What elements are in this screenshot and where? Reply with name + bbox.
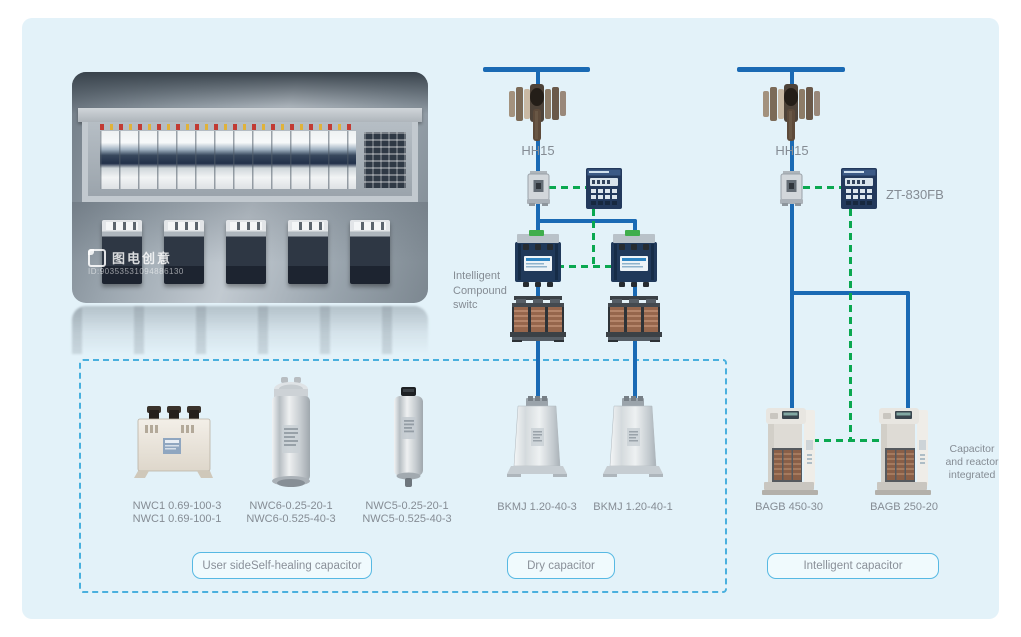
- nwc6-label-line2: NWC6-0.525-40-3: [246, 513, 336, 525]
- nwc6-label: NWC6-0.25-20-1 NWC6-0.525-40-3: [232, 500, 350, 526]
- signal-switch-link-mid: [557, 265, 613, 268]
- series-reactor-right: [606, 296, 662, 342]
- nwc5-label-line1: NWC5-0.25-20-1: [365, 500, 449, 512]
- compound-switch-right: [611, 230, 657, 288]
- bkmj-right-label: BKMJ 1.20-40-1: [593, 501, 673, 513]
- hh15-label-right: HH15: [775, 143, 809, 158]
- compound-switch-caption-line1: Intelligent: [453, 270, 501, 282]
- feeder-right-right: [906, 291, 910, 412]
- nwc6-cylinder-capacitor: [269, 377, 313, 490]
- hh15-fuse-switch-mid: [505, 79, 569, 143]
- nwc1-label-line2: NWC1 0.69-100-1: [132, 513, 222, 525]
- signal-capacitor-link-right: [812, 439, 882, 442]
- watermark-logo-icon: [88, 248, 106, 267]
- integrated-note-line2: and reactor: [945, 456, 999, 468]
- compound-switch-caption-line3: switc: [453, 299, 478, 311]
- hh15-label-mid: HH15: [521, 143, 555, 158]
- current-transformer-mid: [527, 171, 550, 206]
- nwc5-label: NWC5-0.25-20-1 NWC5-0.525-40-3: [348, 500, 466, 526]
- group-pill-intelligent-capacitor[interactable]: Intelligent capacitor: [767, 553, 939, 579]
- feeder-right-left: [790, 67, 794, 412]
- bagb-right-label: BAGB 250-20: [870, 501, 938, 513]
- reactive-power-controller-right: [841, 168, 877, 209]
- nwc6-label-line1: NWC6-0.25-20-1: [249, 500, 333, 512]
- watermark-id: ID:90353531094886130: [88, 267, 184, 276]
- current-transformer-right: [780, 171, 803, 206]
- integrated-note-line1: Capacitor: [949, 443, 995, 455]
- photo-reflection: [72, 306, 428, 354]
- split-mid: [536, 219, 637, 223]
- bagb-capacitor-left: [762, 406, 818, 498]
- signal-ct-controller-right: [803, 186, 841, 189]
- signal-ct-controller-mid: [549, 186, 587, 189]
- compound-switch-caption-line2: Compound: [453, 284, 507, 297]
- photo-breaker-row: [100, 131, 356, 189]
- bkmj-capacitor-left: [507, 396, 567, 482]
- nwc1-label: NWC1 0.69-100-3 NWC1 0.69-100-1: [118, 500, 236, 526]
- integrated-note: Capacitor and reactor integrated: [936, 443, 1008, 482]
- cabinet-photo: 图电创意 ID:90353531094886130: [72, 72, 428, 303]
- photo-contactor: [350, 220, 390, 284]
- bkmj-left-label: BKMJ 1.20-40-3: [497, 501, 577, 513]
- compound-switch-left: [515, 230, 561, 288]
- photo-contactor: [288, 220, 328, 284]
- photo-wire-strip: [100, 124, 356, 130]
- group-pill-user-side[interactable]: User sideSelf-healing capacitor: [192, 552, 372, 579]
- nwc5-label-line2: NWC5-0.525-40-3: [362, 513, 452, 525]
- compound-switch-caption: Intelligent Compound switc: [453, 269, 507, 313]
- nwc5-cylinder-capacitor: [390, 387, 427, 488]
- series-reactor-left: [510, 296, 566, 342]
- watermark-brand: 图电创意: [112, 251, 173, 266]
- photo-contactor: [226, 220, 266, 284]
- bkmj-capacitor-right: [603, 396, 663, 482]
- photo-contactor: [164, 220, 204, 284]
- nwc1-box-capacitor: [133, 404, 213, 480]
- bagb-left-label: BAGB 450-30: [755, 501, 823, 513]
- hh15-fuse-switch-right: [759, 79, 823, 143]
- user-side-dashed-box: [79, 359, 727, 593]
- integrated-note-line3: integrated: [948, 469, 996, 481]
- watermark: 图电创意: [88, 248, 172, 267]
- nwc1-label-line1: NWC1 0.69-100-3: [132, 500, 222, 512]
- controller-label-right: ZT-830FB: [886, 187, 944, 202]
- photo-cabinet-top: [72, 72, 428, 114]
- photo-top-beam: [78, 108, 422, 122]
- photo-terminal-block: [364, 132, 406, 188]
- photo-breaker-frame: [82, 122, 418, 202]
- signal-controller-down-mid: [592, 209, 595, 267]
- reactive-power-controller-mid: [586, 168, 622, 209]
- bagb-capacitor-right: [875, 406, 931, 498]
- group-pill-dry-capacitor[interactable]: Dry capacitor: [507, 552, 615, 579]
- photo-contactor: [102, 220, 142, 284]
- signal-controller-down-right: [849, 209, 852, 441]
